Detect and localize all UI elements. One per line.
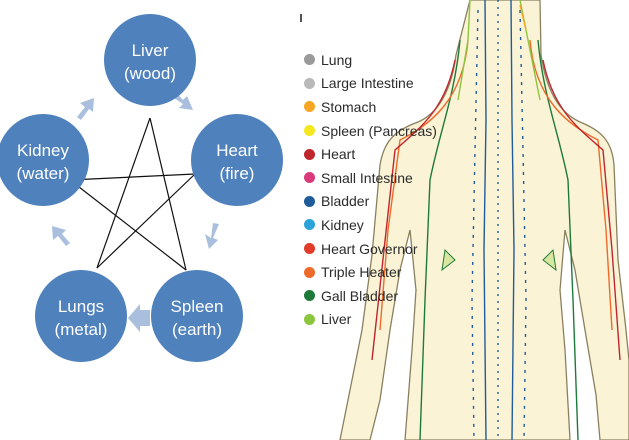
node-heart-element: (fire) [220,164,255,183]
legend-swatch [304,196,315,207]
node-lungs: Lungs (metal) [35,270,127,362]
legend-label: Heart Governor [321,241,417,257]
star-line [70,180,186,270]
legend-swatch [304,290,315,301]
legend-item: Stomach [304,95,464,119]
star-line [150,118,186,270]
legend-item: Kidney [304,213,464,237]
arrow-spleen-to-lungs [128,304,150,332]
legend-swatch [304,125,315,136]
node-liver: Liver (wood) [104,14,196,106]
node-liver-name: Liver [132,41,169,60]
star-line [70,174,195,180]
legend-item: Heart [304,142,464,166]
legend-label: Lung [321,52,352,68]
legend-swatch [304,267,315,278]
legend-item: Heart Governor [304,237,464,261]
node-liver-element: (wood) [124,64,176,83]
legend-item: Gall Bladder [304,284,464,308]
legend-item: Lung [304,48,464,72]
node-lungs-element: (metal) [55,320,108,339]
node-spleen: Spleen (earth) [151,270,243,362]
legend-swatch [304,219,315,230]
legend-label: Spleen (Pancreas) [321,123,437,139]
legend-swatch [304,78,315,89]
node-heart-name: Heart [216,141,258,160]
arrow-lungs-to-kidney [52,226,70,246]
legend-label: Stomach [321,99,376,115]
five-elements-diagram: Liver (wood) Heart (fire) Spleen (earth)… [0,0,300,440]
legend-item: Bladder [304,190,464,214]
legend-item: Triple Heater [304,260,464,284]
legend-swatch [304,172,315,183]
legend-item: Small Intestine [304,166,464,190]
arrow-heart-to-spleen [205,223,219,249]
legend-swatch [304,101,315,112]
legend-swatch [304,149,315,160]
legend-label: Large Intestine [321,75,414,91]
legend-swatch [304,243,315,254]
legend-label: Kidney [321,217,364,233]
legend-label: Heart [321,146,355,162]
legend-item: Liver [304,308,464,332]
crop-mark [300,14,302,22]
node-kidney: Kidney (water) [0,114,89,206]
star-line [97,174,195,268]
legend-label: Small Intestine [321,170,413,186]
node-spleen-name: Spleen [171,297,224,316]
node-spleen-element: (earth) [172,320,222,339]
star-line [97,118,150,268]
node-lungs-name: Lungs [58,297,104,316]
legend-label: Liver [321,311,351,327]
node-kidney-element: (water) [17,164,70,183]
arrow-kidney-to-liver [77,98,94,120]
legend-item: Spleen (Pancreas) [304,119,464,143]
node-heart: Heart (fire) [191,114,283,206]
legend-swatch [304,314,315,325]
legend-label: Gall Bladder [321,288,398,304]
legend-label: Triple Heater [321,264,401,280]
legend-label: Bladder [321,193,369,209]
legend-item: Large Intestine [304,72,464,96]
star-lines [70,118,195,270]
node-kidney-name: Kidney [17,141,69,160]
legend-swatch [304,54,315,65]
